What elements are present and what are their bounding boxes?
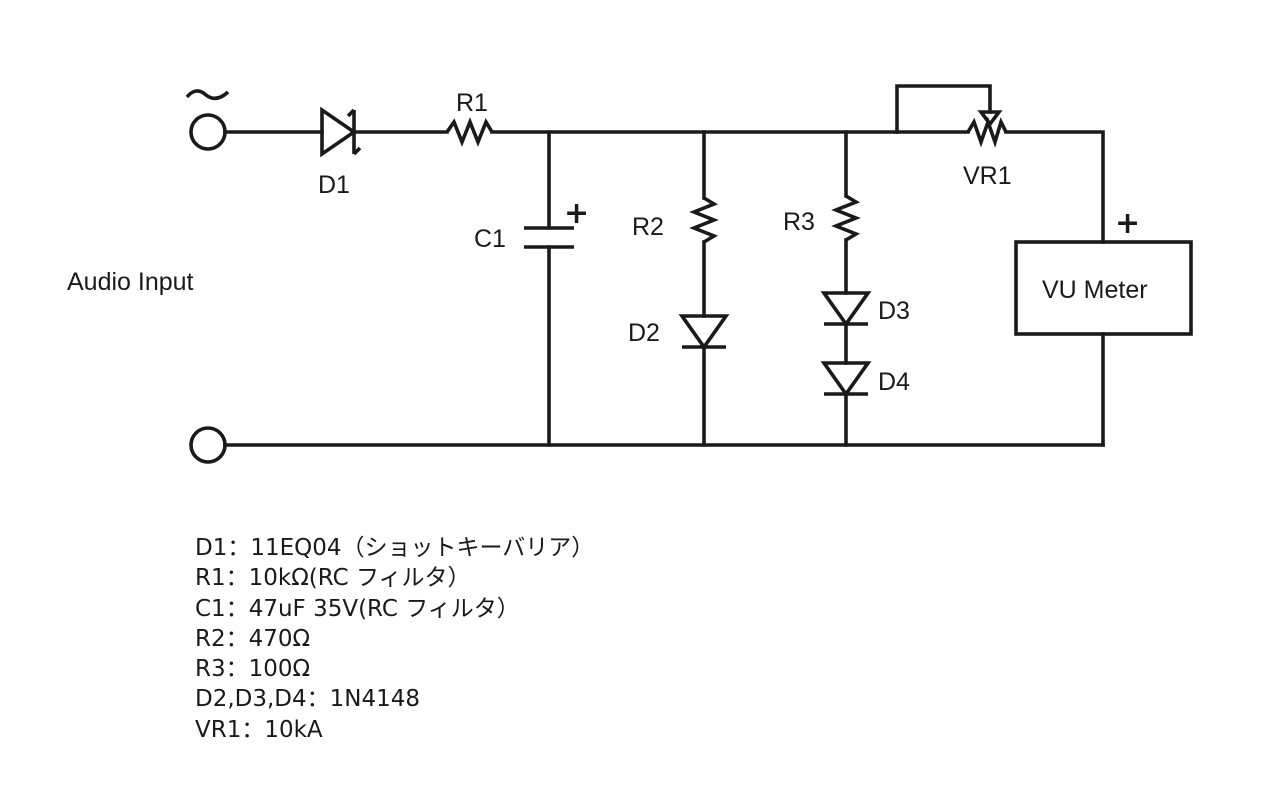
label-audio-input: Audio Input bbox=[67, 268, 194, 296]
ac-symbol-icon bbox=[185, 89, 230, 101]
resistor-r1-icon bbox=[445, 117, 494, 147]
potentiometer-vr1-icon bbox=[966, 116, 1008, 148]
input-terminal-bottom bbox=[189, 426, 227, 464]
label-d2: D2 bbox=[628, 319, 660, 347]
wire-vr1-to-meter bbox=[1004, 130, 1105, 244]
label-r2: R2 bbox=[632, 213, 664, 241]
parts-list-row: C1：47uF 35V(RC フィルタ） bbox=[195, 595, 520, 622]
parts-list: D1：11EQ04（ショットキーバリア） R1：10kΩ(RC フィルタ） C1… bbox=[195, 533, 594, 745]
vr1-wiper-arrow-icon bbox=[977, 110, 1003, 127]
resistor-r3-icon bbox=[831, 194, 861, 242]
label-meter-polarity: + bbox=[1115, 206, 1140, 241]
label-r1: R1 bbox=[456, 89, 488, 117]
label-d4: D4 bbox=[878, 368, 910, 396]
input-terminal-top bbox=[189, 113, 227, 151]
parts-list-row: VR1：10kA bbox=[195, 716, 323, 743]
label-d3: D3 bbox=[878, 297, 910, 325]
diode-d3-icon bbox=[820, 291, 872, 328]
wire-vr1-wiper-loop bbox=[895, 84, 992, 134]
label-c1: C1 bbox=[474, 225, 506, 253]
parts-list-row: D2,D3,D4：1N4148 bbox=[195, 686, 421, 713]
label-r3: R3 bbox=[783, 208, 815, 236]
parts-list-row: D1：11EQ04（ショットキーバリア） bbox=[195, 535, 595, 561]
diode-d2-icon bbox=[678, 314, 730, 351]
parts-list-row: R3：100Ω bbox=[195, 656, 311, 683]
label-d1: D1 bbox=[318, 171, 350, 199]
diode-d4-icon bbox=[820, 361, 872, 398]
label-c1-polarity: + bbox=[564, 196, 589, 231]
parts-list-row: R1：10kΩ(RC フィルタ） bbox=[195, 565, 471, 592]
label-vu-meter: VU Meter bbox=[1042, 276, 1148, 304]
resistor-r2-icon bbox=[689, 196, 719, 244]
label-vr1: VR1 bbox=[963, 162, 1012, 190]
parts-list-row: R2：470Ω bbox=[195, 625, 311, 652]
